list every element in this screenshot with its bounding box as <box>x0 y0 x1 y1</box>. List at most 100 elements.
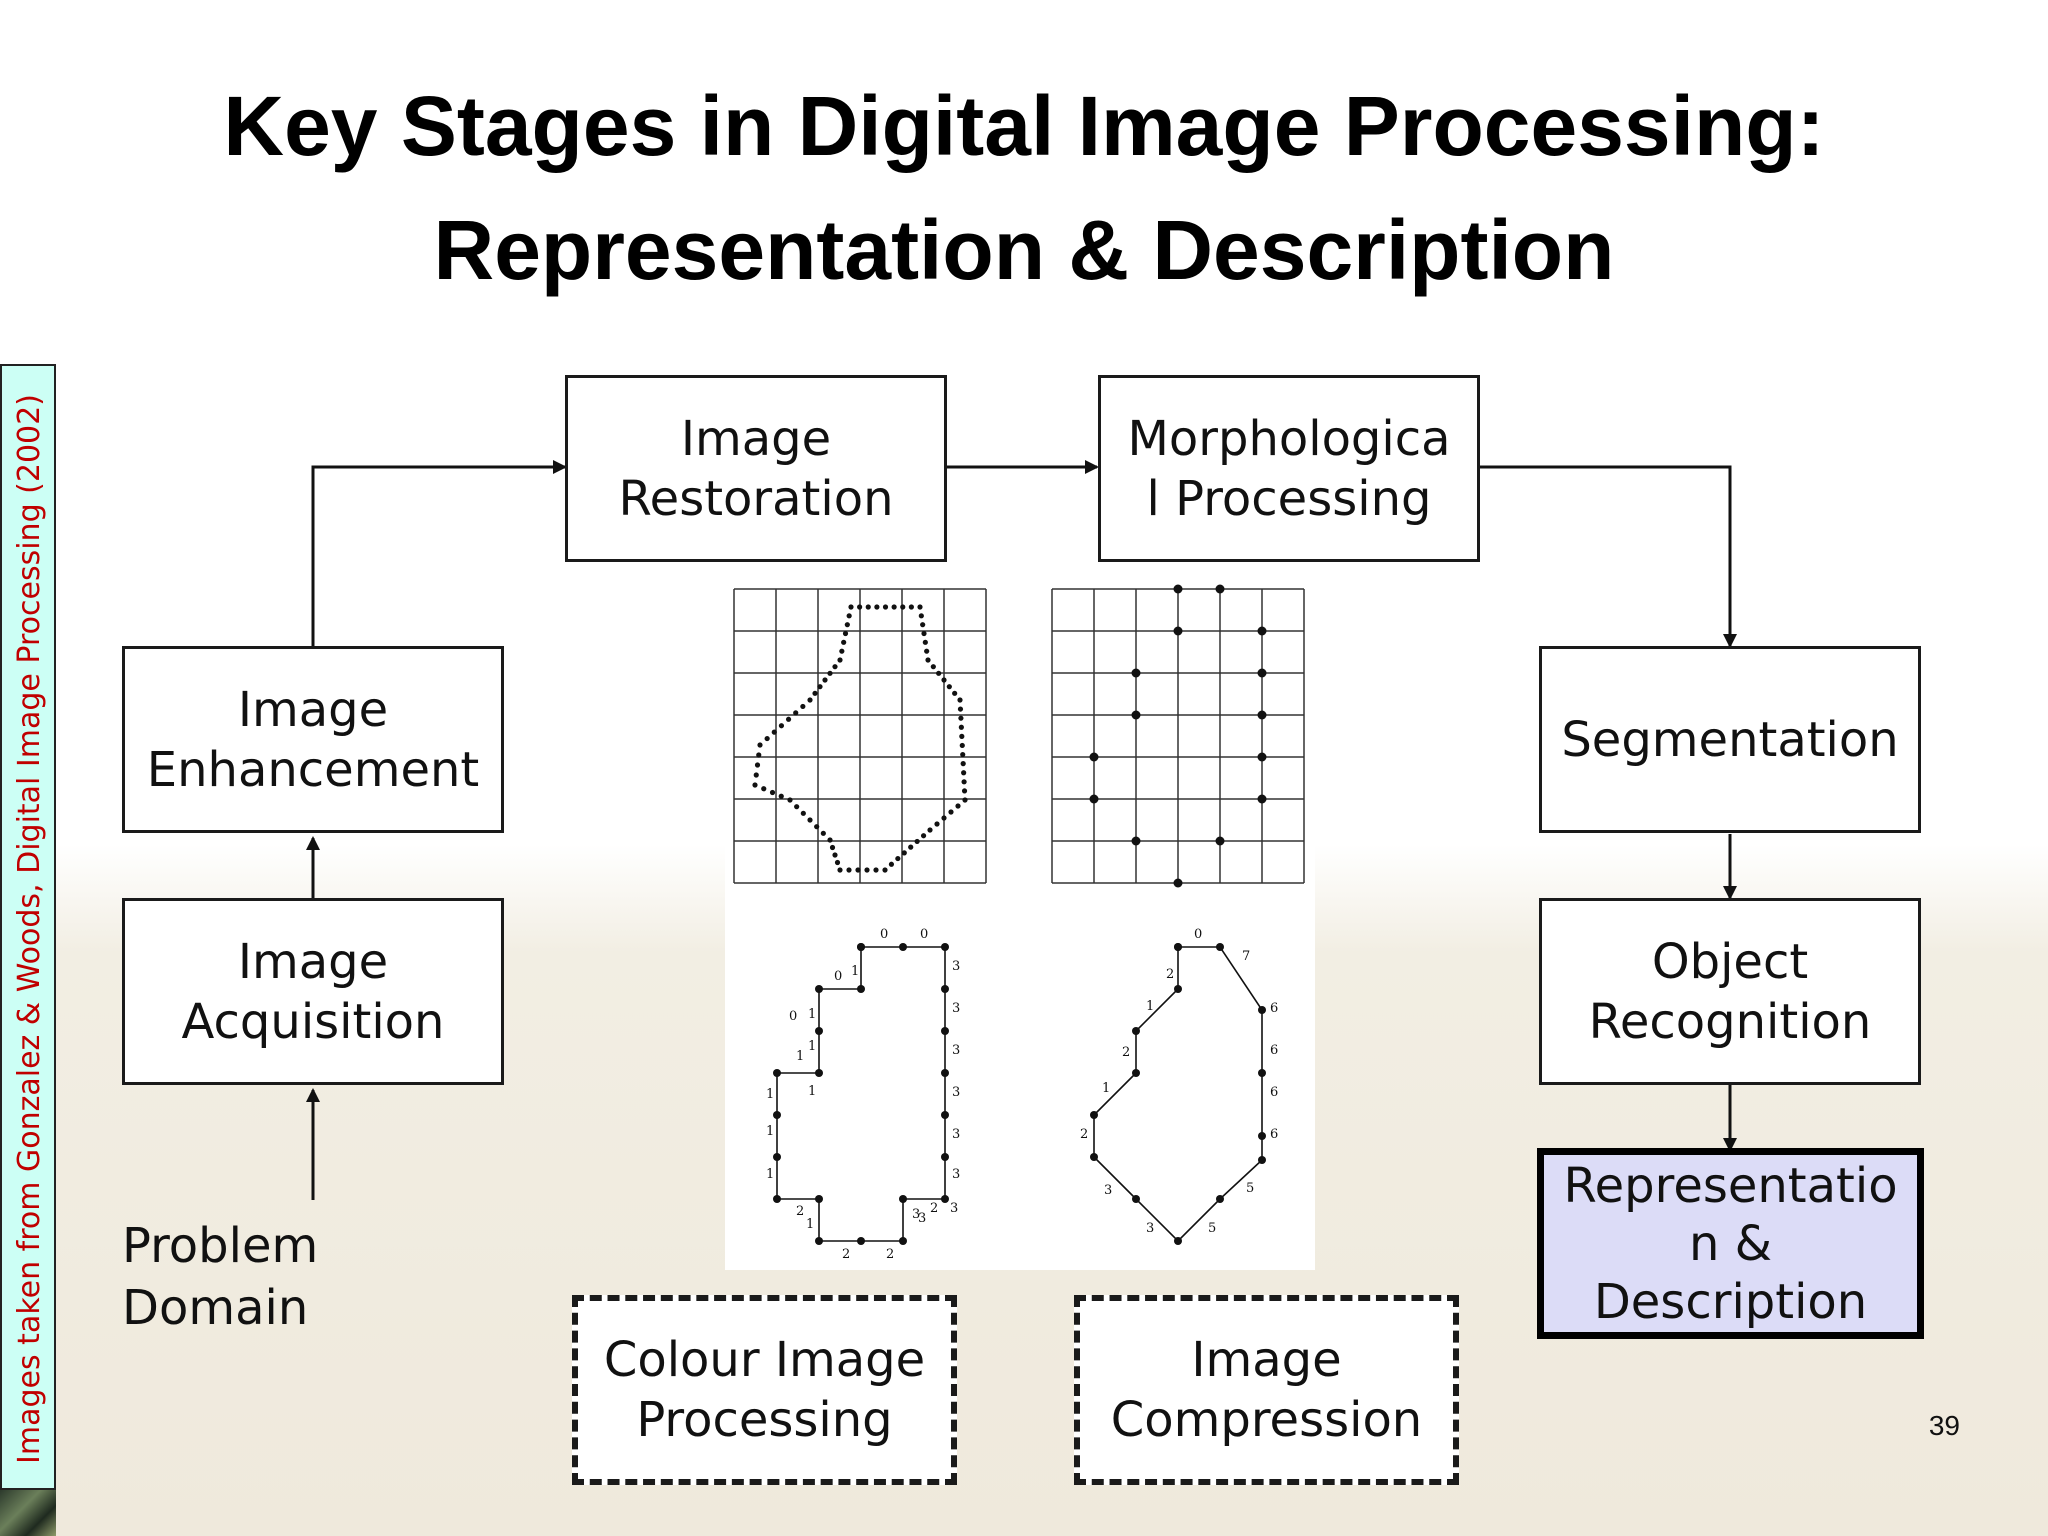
boundary-dot <box>807 697 813 703</box>
boundary-dot <box>901 850 907 856</box>
slide-thumbnail-icon <box>0 1490 56 1536</box>
chain-label: 0 <box>789 1009 797 1024</box>
boundary-dot <box>874 604 880 610</box>
boundary-dot <box>865 604 871 610</box>
chain-label: 3 <box>952 959 960 974</box>
boundary-dot <box>841 639 847 645</box>
chain-node <box>1090 1111 1098 1119</box>
chain-label: 3 <box>952 1001 960 1016</box>
boundary-dot <box>908 604 914 610</box>
grid-node <box>1257 626 1267 636</box>
chain-node <box>899 943 907 951</box>
slide-title-line-1: Key Stages in Digital Image Processing: <box>223 79 1825 173</box>
boundary-dot <box>757 742 763 748</box>
chain-label: 3 <box>952 1167 960 1182</box>
chain-label: 1 <box>1102 1081 1110 1096</box>
boundary-dot <box>959 742 965 749</box>
chain-node <box>1258 1069 1266 1077</box>
chain-label: 3 <box>1104 1183 1112 1198</box>
arrow-enhancement-to-restoration <box>311 460 567 646</box>
chain-label: 1 <box>851 964 859 979</box>
chain-label: 6 <box>1270 1127 1278 1142</box>
chain-label: 2 <box>1080 1127 1088 1142</box>
boundary-dot <box>837 657 843 663</box>
boundary-dot <box>752 782 758 788</box>
stage-label-line: l Processing <box>1146 470 1432 527</box>
boundary-dot <box>948 809 954 815</box>
chain-label: 6 <box>1270 1085 1278 1100</box>
chain-label: 2 <box>842 1247 850 1262</box>
chain-node <box>773 1153 781 1161</box>
chain-node <box>941 1195 949 1203</box>
grid-node <box>1173 584 1183 594</box>
chain-label: 1 <box>766 1087 774 1102</box>
chain-label: 3 <box>912 1207 920 1222</box>
boundary-dot <box>857 604 863 610</box>
chain-label: 0 <box>1194 927 1202 942</box>
boundary-dot <box>846 867 852 873</box>
stage-label-line: Acquisition <box>181 993 445 1050</box>
chain-node <box>857 1237 865 1245</box>
grid-node <box>1257 668 1267 678</box>
boundary-dot <box>814 824 820 830</box>
chain-label: 3 <box>950 1201 958 1216</box>
stage-label-line: Image <box>680 410 832 467</box>
boundary-grid-dotted <box>733 588 987 884</box>
stage-label-line: Enhancement <box>146 741 480 798</box>
stage-label-line: Image <box>1191 1332 1342 1388</box>
chain-node <box>1132 1069 1140 1077</box>
chain-node <box>815 1195 823 1203</box>
credit-strip: Images taken from Gonzalez & Woods, Digi… <box>0 364 56 1490</box>
chain-node <box>773 1195 781 1203</box>
boundary-dot <box>820 830 826 836</box>
stage-segmentation[interactable]: Segmentation <box>1539 646 1921 833</box>
boundary-dot <box>882 604 889 610</box>
grid-node <box>1257 794 1267 804</box>
chain-label: 3 <box>952 1085 960 1100</box>
chain-node <box>1258 1006 1266 1014</box>
stage-label-line: Image <box>237 933 389 990</box>
boundary-dot <box>754 762 761 768</box>
boundary-dot <box>930 664 936 670</box>
boundary-dot <box>921 630 927 637</box>
boundary-dot <box>753 772 759 778</box>
slide-title-line-2: Representation & Description <box>433 203 1615 297</box>
arrow-morphology-to-segmentation <box>1480 465 1737 648</box>
boundary-dot <box>960 761 966 767</box>
chain-label: 2 <box>930 1201 938 1216</box>
chain-node <box>773 1069 781 1077</box>
boundary-dot <box>952 690 958 696</box>
chain-label: 5 <box>1208 1221 1216 1236</box>
grid-node <box>1215 836 1225 846</box>
chain-node <box>1090 1153 1098 1161</box>
boundary-dot <box>764 735 770 742</box>
boundary-dot <box>822 677 828 683</box>
boundary-dot <box>855 867 861 873</box>
boundary-dot <box>793 710 799 716</box>
boundary-dot <box>946 684 952 690</box>
chain-label: 1 <box>808 1007 816 1022</box>
boundary-dot <box>827 670 833 676</box>
problem-domain-line: Domain <box>122 1280 309 1336</box>
stage-label-line: Segmentation <box>1561 711 1899 768</box>
boundary-dot <box>794 804 800 810</box>
boundary-dot <box>756 752 762 758</box>
boundary-dot <box>839 648 845 654</box>
chain-node <box>1174 985 1182 993</box>
boundary-dot <box>934 821 940 827</box>
boundary-dot <box>914 838 920 845</box>
boundary-dot <box>846 613 852 619</box>
chain-label: 3 <box>952 1043 960 1058</box>
chain-node <box>1132 1027 1140 1035</box>
boundary-dot <box>924 648 930 654</box>
boundary-dot <box>827 837 833 843</box>
